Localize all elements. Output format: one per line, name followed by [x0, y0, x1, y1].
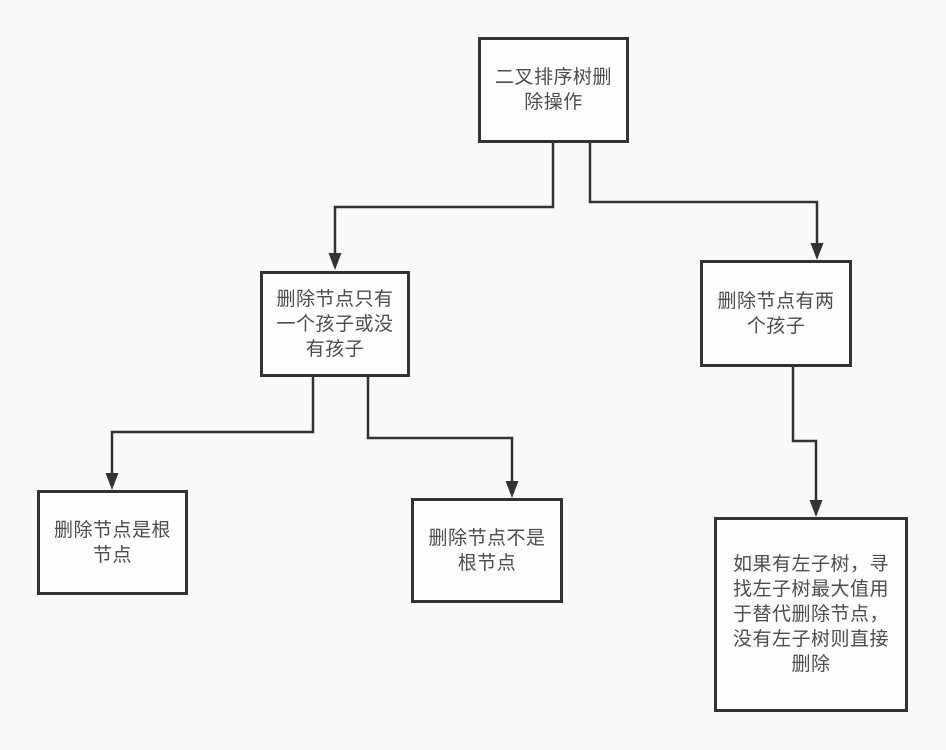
- arrowhead-down-icon: [328, 253, 342, 270]
- flow-node-one-or-no-child[interactable]: 删除节点只有 一个孩子或没 有孩子: [260, 271, 410, 377]
- flow-node-label: 删除节点不是 根节点: [428, 527, 546, 574]
- flow-node-label: 删除节点有两 个孩子: [717, 290, 835, 337]
- arrowhead-down-icon: [809, 500, 823, 517]
- connector-root-to-two-children: [588, 143, 819, 245]
- flow-node-not-root[interactable]: 删除节点不是 根节点: [411, 498, 563, 603]
- arrowhead-down-icon: [105, 473, 119, 490]
- flow-node-label: 二叉排序树删 除操作: [494, 67, 612, 113]
- flow-node-root[interactable]: 二叉排序树删 除操作: [478, 37, 629, 143]
- connector-root-to-one-or-no-child: [333, 143, 555, 255]
- flow-node-label: 删除节点只有 一个孩子或没 有孩子: [276, 288, 394, 360]
- flow-node-two-children[interactable]: 删除节点有两 个孩子: [700, 260, 852, 367]
- flow-node-is-root[interactable]: 删除节点是根 节点: [37, 490, 188, 595]
- flow-node-left-subtree[interactable]: 如果有左子树，寻 找左子树最大值用 于替代删除节点， 没有左子树则直接 删除: [714, 517, 908, 712]
- arrowhead-down-icon: [505, 481, 519, 498]
- flow-node-label: 如果有左子树，寻 找左子树最大值用 于替代删除节点， 没有左子树则直接 删除: [732, 554, 889, 675]
- connector-one-or-no-child-to-not-root: [366, 377, 514, 483]
- arrowhead-down-icon: [810, 243, 824, 260]
- connector-two-children-to-left-subtree: [791, 367, 818, 502]
- connector-one-or-no-child-to-is-root: [110, 377, 315, 475]
- flow-node-label: 删除节点是根 节点: [53, 519, 171, 566]
